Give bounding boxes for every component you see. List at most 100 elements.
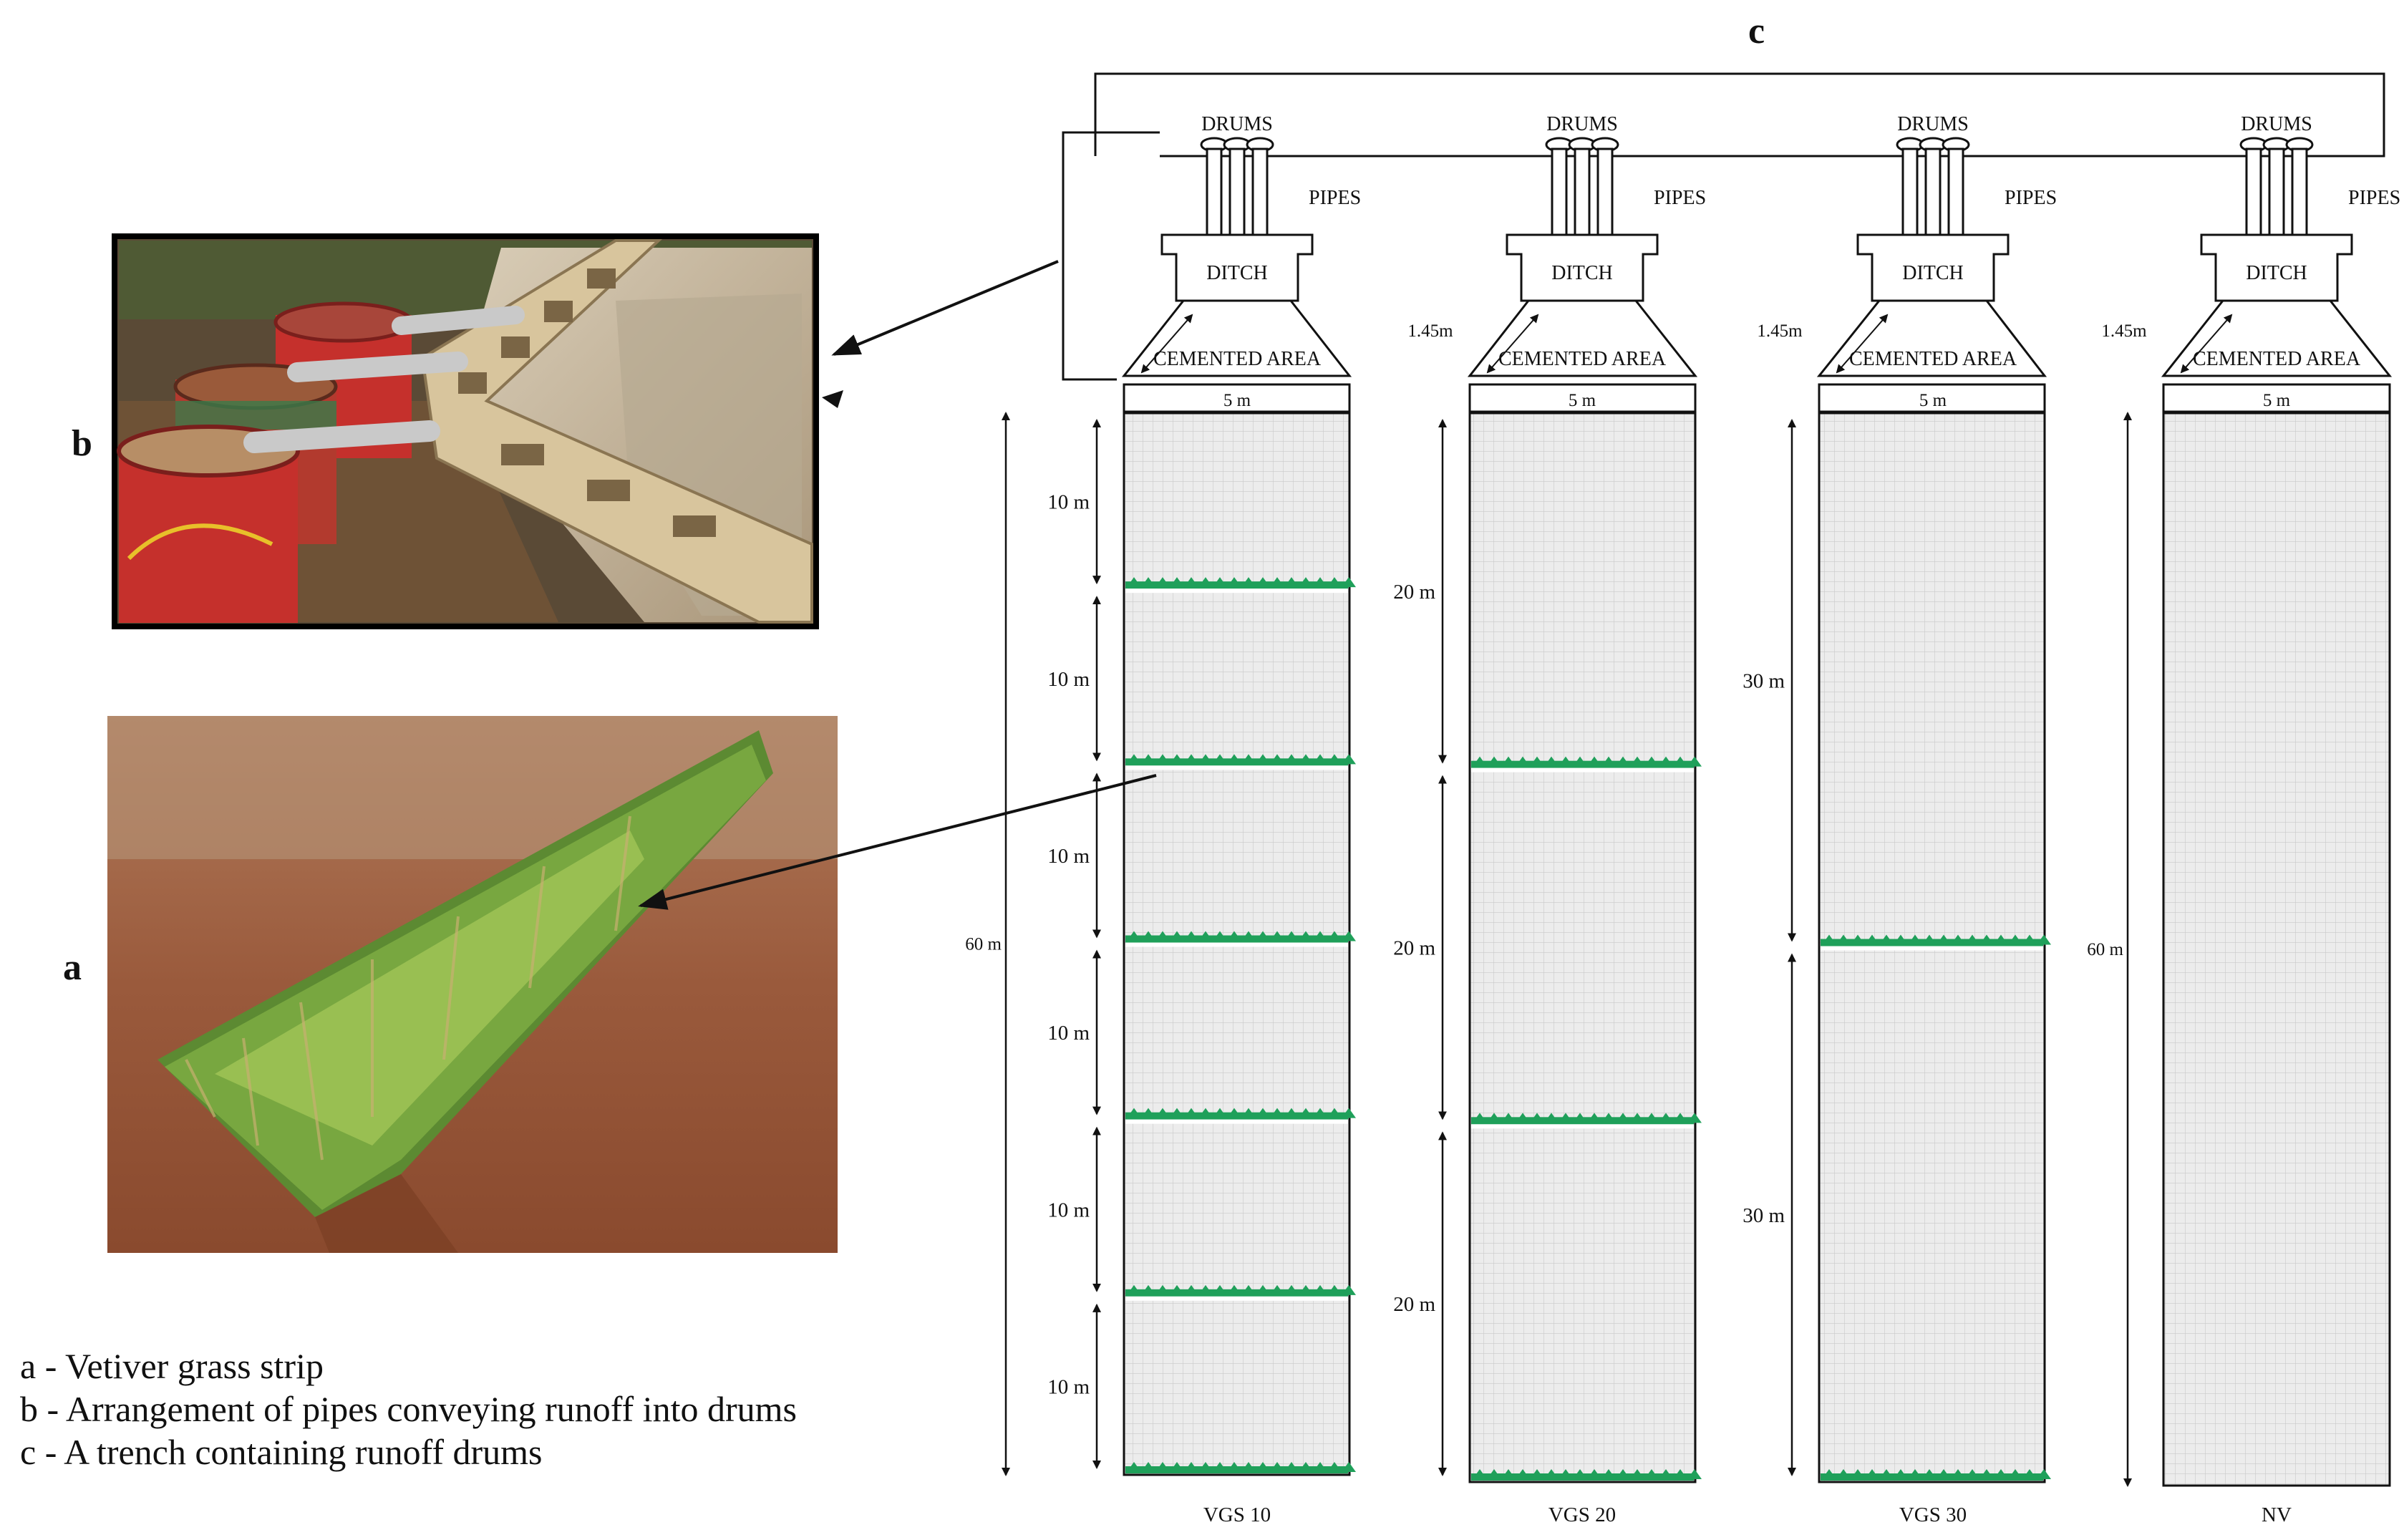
slope-arrow <box>2180 314 2233 374</box>
width-bar <box>2162 383 2391 413</box>
width-bar <box>1468 383 1697 413</box>
pipe-1-2 <box>1596 147 1614 240</box>
pipe-0-0 <box>1206 147 1223 240</box>
total-length-label: 60 m <box>2087 940 2123 959</box>
vetiver-strip-teeth <box>1473 756 1702 767</box>
strip-gap <box>1125 589 1348 594</box>
pipe-0-2 <box>1251 147 1269 240</box>
vetiver-strip-teeth <box>1127 1284 1356 1295</box>
width-label: 5 m <box>1919 391 1947 410</box>
pipe-2-2 <box>1947 147 1964 240</box>
pipe-2-1 <box>1924 147 1942 240</box>
plot-body <box>2162 412 2391 1487</box>
drum-3 <box>117 425 300 623</box>
width-label: 5 m <box>2263 391 2291 410</box>
slope-length-label: 1.45m <box>1407 321 1453 341</box>
pipe-2-0 <box>1901 147 1919 240</box>
legend-item-a: a - Vetiver grass strip <box>20 1346 324 1386</box>
segment-length-label: 10 m <box>1047 491 1090 514</box>
legend-item-b: b - Arrangement of pipes conveying runof… <box>20 1389 797 1429</box>
segment-length-label: 10 m <box>1047 1022 1090 1045</box>
cemented-area-label: CEMENTED AREA <box>2193 348 2361 370</box>
panel-label-c: c <box>1748 11 1765 52</box>
pipe-3-0 <box>2245 147 2262 240</box>
pipe-3-1 <box>2268 147 2285 240</box>
drums-label: DRUMS <box>2241 113 2312 135</box>
plot-body <box>1468 412 1697 1483</box>
plot-name: VGS 20 <box>1548 1503 1616 1526</box>
drums-label: DRUMS <box>1201 113 1273 135</box>
pipe-1-0 <box>1551 147 1568 240</box>
slope-length-label: 1.45m <box>2101 321 2147 341</box>
ditch-box <box>1506 233 1659 302</box>
segment-length-label: 20 m <box>1393 937 1435 960</box>
slope-length-label: 1.45m <box>1757 321 1803 341</box>
pipes-label: PIPES <box>2005 187 2057 209</box>
legend: a - Vetiver grass strip b - Arrangement … <box>20 1346 797 1472</box>
drums-label: DRUMS <box>1546 113 1618 135</box>
strip-gap <box>1125 1119 1348 1124</box>
vetiver-strip-teeth <box>1473 1113 1702 1123</box>
plot-name: VGS 30 <box>1899 1503 1967 1526</box>
cemented-area-label: CEMENTED AREA <box>1153 348 1322 370</box>
cemented-area-label: CEMENTED AREA <box>1849 348 2017 370</box>
drums-label: DRUMS <box>1897 113 1969 135</box>
slope-arrow <box>1836 314 1889 374</box>
pipes <box>243 306 525 453</box>
segment-length-label: 10 m <box>1047 668 1090 691</box>
segment-length-label: 10 m <box>1047 845 1090 868</box>
ditch-box <box>2200 233 2353 302</box>
panel-label-a: a <box>63 947 82 988</box>
arrow-tip-small <box>822 390 843 408</box>
total-length-label: 60 m <box>965 935 1002 954</box>
segment-length-label: 20 m <box>1393 1293 1435 1316</box>
vetiver-strip-teeth <box>1822 1469 2051 1479</box>
vetiver-strip-teeth <box>1822 934 2051 945</box>
runoff-plots: DRUMS PIPES DITCH CEMENTED AREA 5 m 10 m 10 m 1… <box>965 113 2400 1526</box>
cemented-area-label: CEMENTED AREA <box>1498 348 1667 370</box>
width-label: 5 m <box>1223 391 1251 410</box>
strip-gap <box>1821 946 2043 951</box>
strip-gap <box>1125 765 1348 770</box>
width-label: 5 m <box>1569 391 1596 410</box>
photo-vetiver-strip <box>107 716 838 1253</box>
plot-name: NV <box>2262 1503 2292 1526</box>
ditch-label: DITCH <box>1902 262 1964 284</box>
vetiver-strip-teeth <box>1127 577 1356 588</box>
slope-arrow <box>1486 314 1539 374</box>
pipe-0-1 <box>1228 147 1246 240</box>
strip-gap <box>1125 942 1348 947</box>
slope-arrow <box>1140 314 1193 374</box>
segment-length-label: 30 m <box>1743 669 1785 692</box>
trench-outline <box>1062 72 2385 381</box>
arrow-to-photo-a <box>638 774 1157 910</box>
strip-gap <box>1471 1124 1694 1129</box>
segment-length-label: 20 m <box>1393 581 1435 604</box>
ditch-label: DITCH <box>2246 262 2307 284</box>
width-bar <box>1123 383 1351 413</box>
ditch-box <box>1856 233 2010 302</box>
plot-name: VGS 10 <box>1203 1503 1271 1526</box>
arrow-to-photo-b <box>831 260 1059 356</box>
pipes-label: PIPES <box>1309 187 1361 209</box>
ditch-box <box>1160 233 1314 302</box>
pipe-3-2 <box>2291 147 2308 240</box>
width-bar <box>1818 383 2046 413</box>
photo-pipes-drums <box>112 233 819 629</box>
pipes-label: PIPES <box>2348 187 2400 209</box>
segment-length-label: 10 m <box>1047 1375 1090 1398</box>
pipe-1-1 <box>1574 147 1591 240</box>
strip-gap <box>1471 767 1694 773</box>
legend-item-c: c - A trench containing runoff drums <box>20 1432 542 1472</box>
strip-gap <box>1125 1296 1348 1301</box>
pipes-label: PIPES <box>1654 187 1706 209</box>
vetiver-strip-teeth <box>1127 1108 1356 1118</box>
segment-length-label: 10 m <box>1047 1198 1090 1221</box>
vetiver-strip-teeth <box>1127 754 1356 765</box>
vetiver-strip-teeth <box>1127 931 1356 941</box>
vetiver-strip-teeth <box>1473 1469 1702 1479</box>
segment-length-label: 30 m <box>1743 1204 1785 1227</box>
panel-label-b: b <box>72 423 92 464</box>
ditch-label: DITCH <box>1206 262 1268 284</box>
